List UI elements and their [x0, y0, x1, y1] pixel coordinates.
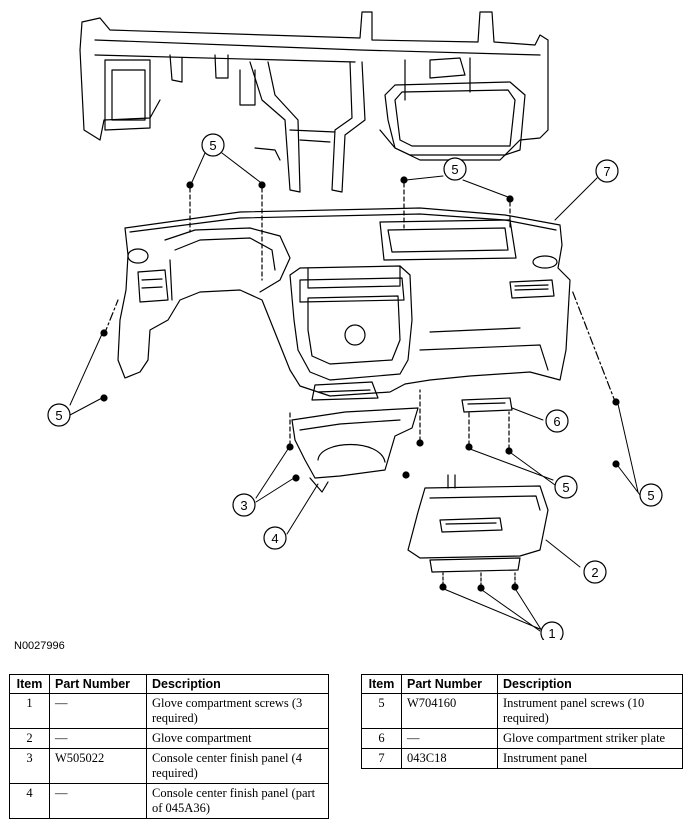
svg-text:6: 6 [553, 414, 560, 429]
part-number-cell: W704160 [401, 693, 498, 729]
header-description: Description [497, 674, 683, 694]
table-row: 1 — Glove compartment screws (3 required… [9, 693, 329, 729]
svg-text:7: 7 [603, 164, 610, 179]
leader-lines [69, 152, 641, 632]
description-cell: Glove compartment [146, 728, 329, 749]
callout-5-center-right: 5 [554, 475, 578, 499]
callout-5-left: 5 [47, 403, 71, 427]
item-cell: 6 [361, 728, 402, 749]
table-row: 4 — Console center finish panel (part of… [9, 783, 329, 819]
header-description: Description [146, 674, 329, 694]
svg-text:1: 1 [548, 626, 555, 640]
svg-text:3: 3 [240, 498, 247, 513]
callout-6: 6 [545, 409, 569, 433]
parts-table-left: Item Part Number Description 1 — Glove c… [9, 674, 329, 819]
instrument-panel [117, 207, 571, 401]
svg-text:5: 5 [209, 138, 216, 153]
callout-4: 4 [263, 526, 287, 550]
svg-text:5: 5 [647, 488, 654, 503]
callout-5-top-right: 5 [443, 157, 467, 181]
item-cell: 7 [361, 748, 402, 769]
description-cell: Console center finish panel (4 required) [146, 748, 329, 784]
table-row: 2 — Glove compartment [9, 728, 329, 749]
callout-3: 3 [232, 493, 256, 517]
exploded-view-diagram: 5 5 7 5 6 5 5 3 [47, 11, 663, 640]
table-row: 7 043C18 Instrument panel [361, 748, 683, 769]
table-row: 3 W505022 Console center finish panel (4… [9, 748, 329, 784]
part-number-cell: — [49, 728, 147, 749]
item-cell: 4 [9, 783, 50, 819]
header-item: Item [361, 674, 402, 694]
description-cell: Console center finish panel (part of 045… [146, 783, 329, 819]
item-cell: 5 [361, 693, 402, 729]
table-row: 5 W704160 Instrument panel screws (10 re… [361, 693, 683, 729]
glove-compartment [407, 474, 549, 573]
item-cell: 2 [9, 728, 50, 749]
header-part-number: Part Number [401, 674, 498, 694]
console-finish-panel [291, 407, 419, 493]
svg-text:5: 5 [451, 162, 458, 177]
svg-text:4: 4 [271, 531, 278, 546]
callout-1: 1 [540, 621, 564, 640]
callout-5-top-left: 5 [201, 133, 225, 157]
part-number-cell: W505022 [49, 748, 147, 784]
item-cell: 1 [9, 693, 50, 729]
svg-text:2: 2 [591, 565, 598, 580]
part-number-cell: — [49, 693, 147, 729]
part-number-cell: — [49, 783, 147, 819]
table-header-row: Item Part Number Description [9, 674, 329, 694]
svg-text:5: 5 [562, 480, 569, 495]
callout-7: 7 [595, 159, 619, 183]
header-item: Item [9, 674, 50, 694]
item-cell: 3 [9, 748, 50, 784]
striker-plate [461, 397, 513, 413]
callout-2: 2 [583, 560, 607, 584]
callouts: 5 5 7 5 6 5 5 3 [47, 133, 663, 640]
part-number-cell: — [401, 728, 498, 749]
description-cell: Instrument panel [497, 748, 683, 769]
part-number-cell: 043C18 [401, 748, 498, 769]
parts-table-right: Item Part Number Description 5 W704160 I… [361, 674, 683, 769]
table-row: 6 — Glove compartment striker plate [361, 728, 683, 749]
callout-5-far-right: 5 [639, 483, 663, 507]
screws [100, 176, 620, 592]
description-cell: Instrument panel screws (10 required) [497, 693, 683, 729]
svg-text:5: 5 [55, 408, 62, 423]
header-part-number: Part Number [49, 674, 147, 694]
table-header-row: Item Part Number Description [361, 674, 683, 694]
cross-car-beam [79, 11, 549, 193]
figure-id: N0027996 [14, 640, 65, 652]
description-cell: Glove compartment screws (3 required) [146, 693, 329, 729]
description-cell: Glove compartment striker plate [497, 728, 683, 749]
